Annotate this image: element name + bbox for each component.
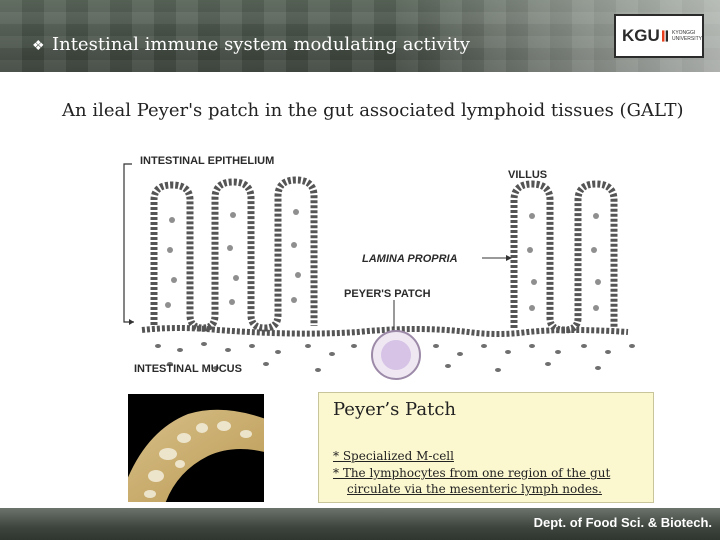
- peyer-patch-inner: [381, 340, 411, 370]
- peyer-patch-photo: [128, 394, 264, 502]
- epithelium-bracket: [123, 163, 134, 323]
- infobox-line-1: * Specialized M-cell: [333, 449, 454, 463]
- slide-title: ❖ Intestinal immune system modulating act…: [32, 34, 470, 55]
- logo-university: KYONGGI UNIVERSITY: [672, 30, 702, 42]
- photo-illustration: [128, 409, 264, 502]
- infobox-line-3: circulate via the mesenteric lymph nodes…: [347, 482, 602, 496]
- villi-left: [150, 176, 318, 332]
- label-villus: VILLUS: [508, 169, 547, 181]
- header-fade: [0, 0, 720, 72]
- diamond-bullet-icon: ❖: [32, 38, 45, 54]
- label-epithelium: INTESTINAL EPITHELIUM: [140, 155, 274, 167]
- lamina-cells: [165, 209, 601, 311]
- villi-right: [510, 180, 618, 334]
- intestinal-diagram: INTESTINAL EPITHELIUM VILLUS LAMINA PROP…: [123, 155, 635, 380]
- slide-subtitle: An ileal Peyer's patch in the gut associ…: [62, 100, 684, 121]
- logo-text: KGU: [622, 26, 660, 45]
- slide-title-text: Intestinal immune system modulating acti…: [52, 34, 470, 55]
- logo-sub-1: KYONGGI: [671, 30, 696, 36]
- label-intestinal-mucus: INTESTINAL MUCUS: [134, 363, 242, 375]
- peyer-info-box: Peyer’s Patch * Specialized M-cell * The…: [318, 392, 654, 503]
- footer-dept: Dept. of Food Sci. & Biotech.: [533, 515, 712, 530]
- epithelium-base: [141, 325, 629, 337]
- logo-mark-icon: [661, 30, 668, 42]
- mucus-cells: [155, 342, 635, 372]
- label-peyers-patch: PEYER'S PATCH: [344, 288, 431, 300]
- infobox-heading: Peyer’s Patch: [333, 399, 457, 420]
- epithelium-arrow: [129, 319, 134, 325]
- lamina-arrow: [506, 255, 512, 261]
- infobox-line-2: * The lymphocytes from one region of the…: [333, 466, 611, 480]
- logo-sub-2: UNIVERSITY: [671, 36, 702, 42]
- kgu-logo: KGU KYONGGI UNIVERSITY: [614, 14, 704, 58]
- footer-bar: Dept. of Food Sci. & Biotech.: [0, 508, 720, 540]
- label-lamina-propria: LAMINA PROPRIA: [362, 253, 458, 265]
